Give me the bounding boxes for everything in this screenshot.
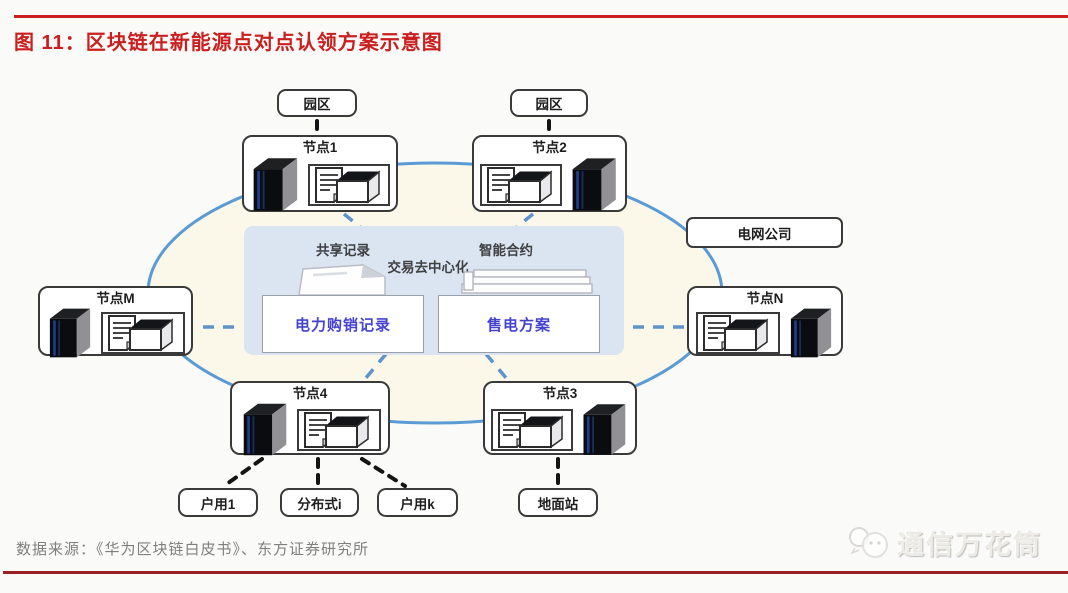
ledger-panel xyxy=(101,312,185,354)
node-4-label: 节点4 xyxy=(292,386,328,401)
smart-contract-label: 智能合约 xyxy=(479,243,533,258)
node-1-label: 节点1 xyxy=(302,140,338,155)
node-n-label: 节点N xyxy=(746,291,784,306)
bottom-rule xyxy=(3,571,1068,574)
server-icon xyxy=(250,156,301,213)
block-icon xyxy=(335,170,381,204)
paper-stack-icon xyxy=(460,269,598,296)
ledger-panel xyxy=(695,312,780,354)
black-dashed-connectors xyxy=(222,119,560,488)
ground-station-box: 地面站 xyxy=(518,488,598,517)
node-m-label: 节点M xyxy=(96,291,135,306)
node-n: 节点N xyxy=(687,286,843,356)
server-icon xyxy=(580,402,629,457)
block-icon xyxy=(324,415,370,449)
data-source-text: 数据来源：《华为区块链白皮书》、东方证券研究所 xyxy=(16,541,370,558)
node-1: 节点1 xyxy=(242,135,398,212)
block-icon xyxy=(723,318,769,352)
ledger-panel xyxy=(307,163,390,206)
node-2-label: 节点2 xyxy=(532,140,567,155)
server-icon xyxy=(46,307,94,359)
household-k-box: 户用k xyxy=(377,488,458,517)
node-3-label: 节点3 xyxy=(542,386,578,401)
ledger-panel xyxy=(491,408,574,451)
sale-plan-card: 售电方案 xyxy=(438,295,600,353)
chat-bubbles-icon xyxy=(845,524,891,562)
figure-title: 图 11：区块链在新能源点对点认领方案示意图 xyxy=(14,32,443,54)
watermark-text: 通信万花筒 xyxy=(897,530,1042,560)
block-icon xyxy=(128,318,174,352)
park-box-2: 园区 xyxy=(510,89,588,117)
ledger-panel xyxy=(296,408,381,451)
server-icon xyxy=(787,307,835,359)
ledger-panel xyxy=(480,163,562,206)
server-icon xyxy=(240,402,290,457)
node-3: 节点3 xyxy=(483,381,637,455)
decentralized-trading-label: 交易去中心化 xyxy=(387,260,469,275)
watermark: 通信万花筒 xyxy=(845,523,1042,562)
server-icon xyxy=(569,156,619,213)
block-icon xyxy=(518,415,564,449)
node-m: 节点M xyxy=(38,286,193,356)
park-box-1: 园区 xyxy=(277,89,357,117)
node-4: 节点4 xyxy=(230,381,390,455)
node-2: 节点2 xyxy=(472,135,627,212)
top-rule xyxy=(14,15,1068,18)
grid-company-box: 电网公司 xyxy=(686,217,843,248)
block-icon xyxy=(507,170,553,204)
distributed-i-box: 分布式i xyxy=(280,488,359,517)
purchase-record-card: 电力购销记录 xyxy=(262,295,424,353)
shared-records-label: 共享记录 xyxy=(316,243,370,258)
big-document-icon xyxy=(297,264,389,295)
household-1-box: 户用1 xyxy=(178,488,258,517)
